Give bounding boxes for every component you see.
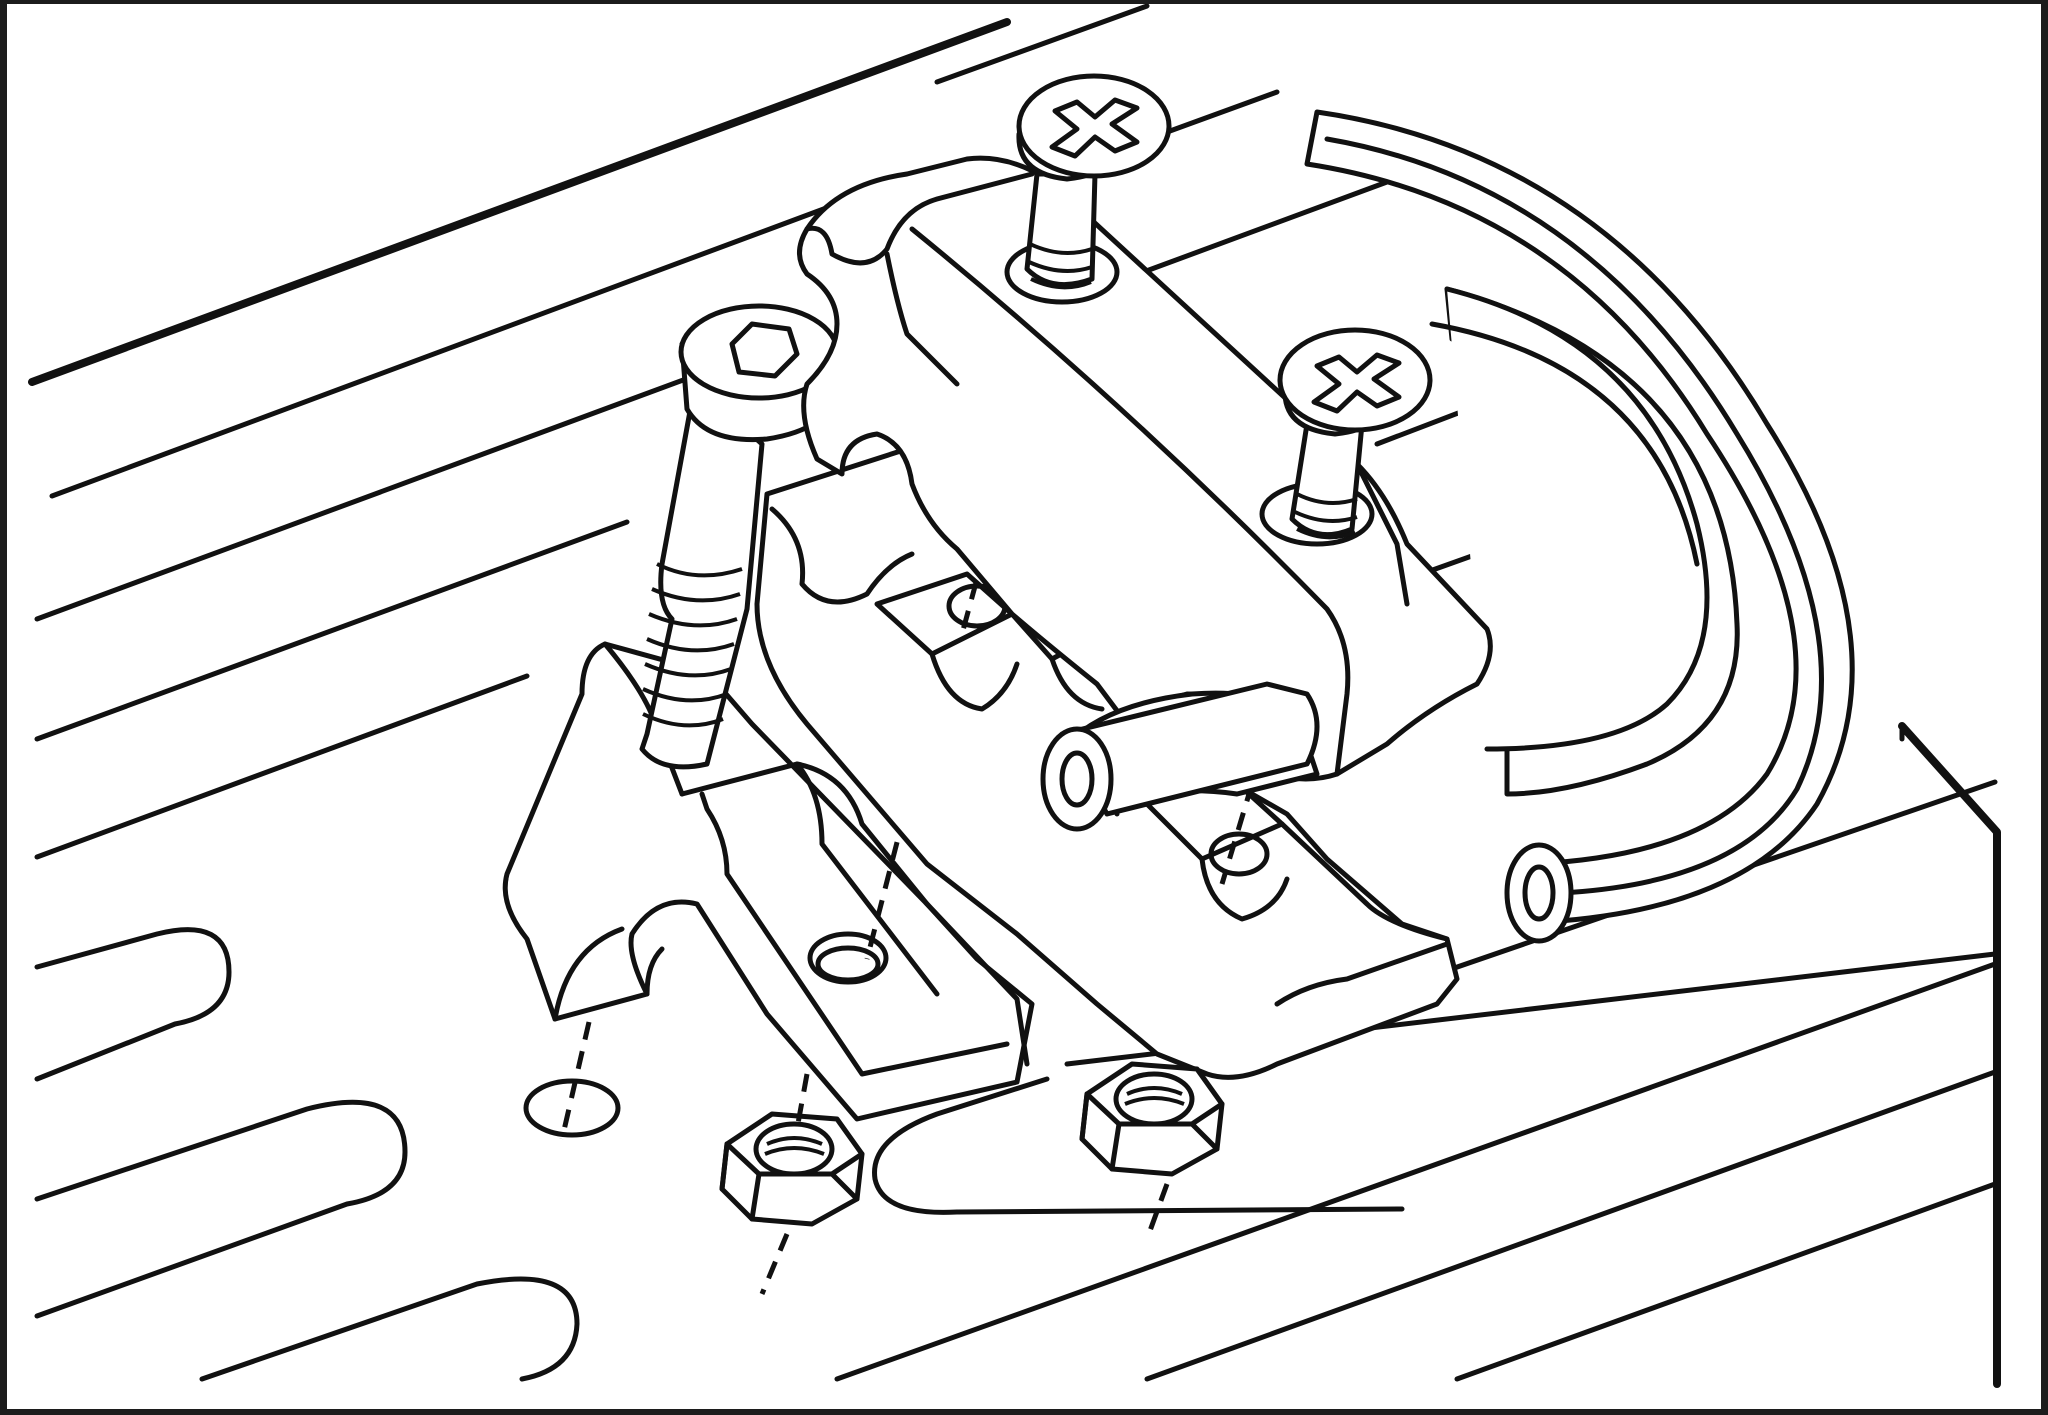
phillips-screw-right bbox=[1277, 327, 1433, 540]
assembly-diagram bbox=[28, 4, 2001, 1388]
figure-canvas bbox=[7, 4, 2041, 1409]
socket-head-cap-screw bbox=[639, 303, 840, 770]
tube-inner-end bbox=[1040, 681, 1320, 832]
hex-nut-left bbox=[719, 1073, 865, 1295]
tube-outer bbox=[1304, 109, 1855, 944]
tube-inner bbox=[1429, 286, 1740, 797]
hex-nut-right bbox=[1079, 1061, 1225, 1240]
bottom-cable-clamp bbox=[502, 641, 1035, 1122]
phillips-screw-left bbox=[1016, 73, 1172, 290]
